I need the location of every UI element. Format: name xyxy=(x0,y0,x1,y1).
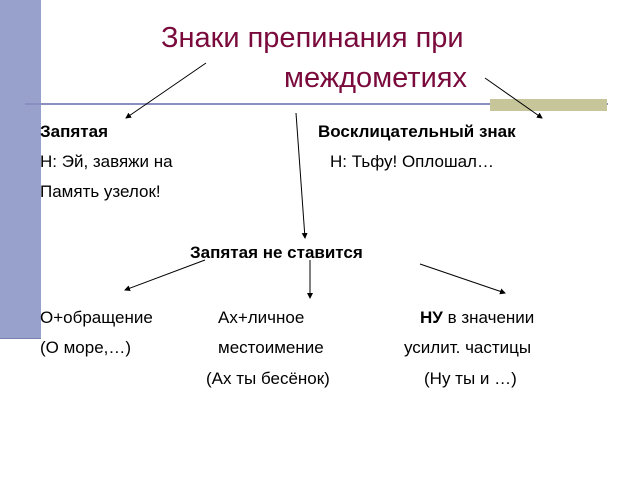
arrow-to-left-heading xyxy=(125,62,207,119)
sidebar-decoration xyxy=(0,0,41,339)
right-example: Н: Тьфу! Оплошал… xyxy=(330,152,494,171)
title-line-1: Знаки препинания при xyxy=(161,22,464,54)
case3-line3: (Ну ты и …) xyxy=(424,369,517,388)
arrow-to-case1 xyxy=(124,259,206,292)
case2-line1: Ах+личное xyxy=(218,308,305,327)
case2-line3: (Ах ты бесёнок) xyxy=(206,369,330,388)
center-heading: Запятая не ставится xyxy=(190,243,363,262)
left-example-2: Память узелок! xyxy=(40,182,161,201)
case3-line1-rest: в значении xyxy=(442,308,535,327)
arrow-to-case3 xyxy=(419,263,506,295)
case1-line1: О+обращение xyxy=(40,308,153,327)
case3-bold: НУ xyxy=(420,308,443,327)
arrow-to-center-heading xyxy=(295,112,308,239)
case1-line2: (О море,…) xyxy=(40,338,132,357)
right-heading: Восклицательный знак xyxy=(318,122,516,141)
title-line-2: междометиях xyxy=(284,62,467,94)
arrow-to-right-heading xyxy=(484,77,543,119)
case2-line2: местоимение xyxy=(218,338,324,357)
divider-line xyxy=(25,103,608,105)
left-heading: Запятая xyxy=(40,122,108,141)
left-example-1: Н: Эй, завяжи на xyxy=(40,152,173,171)
case3-line2: усилит. частицы xyxy=(404,338,532,357)
